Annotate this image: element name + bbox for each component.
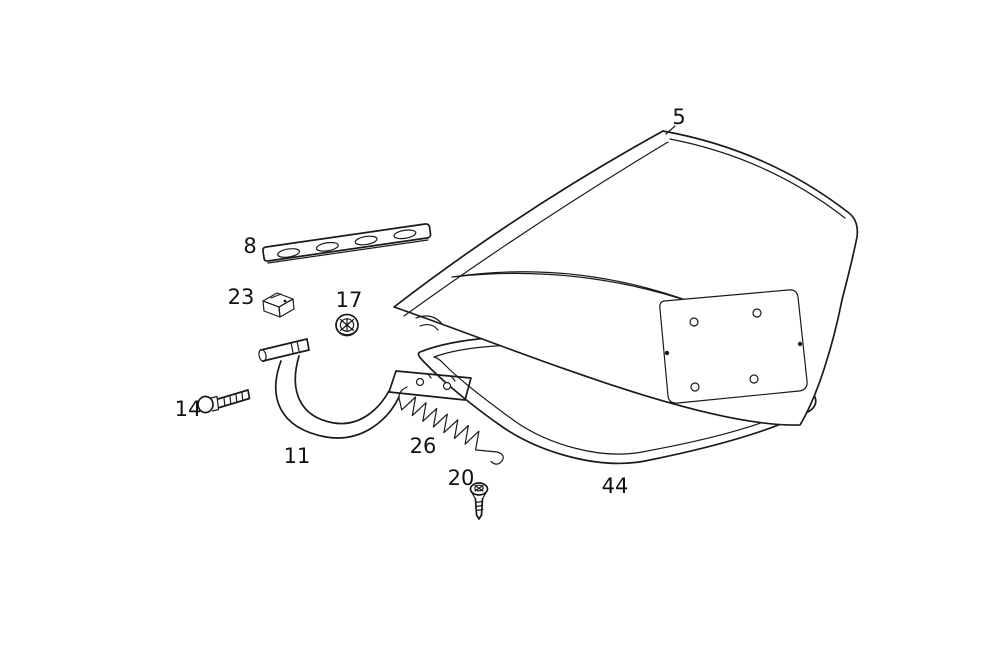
- part-number-26: 26: [410, 434, 437, 458]
- screw-shape: [469, 482, 489, 520]
- part-number-17: 17: [336, 288, 363, 312]
- license-plate-recess: [659, 289, 808, 404]
- tension-spring-shape: [398, 386, 504, 465]
- part-number-8: 8: [243, 234, 256, 258]
- part-number-20: 20: [448, 466, 475, 490]
- part-number-44: 44: [602, 474, 629, 498]
- hinge-arm-shape: [258, 338, 472, 439]
- bolt-shape: [197, 389, 251, 414]
- leader-line-5: [665, 125, 676, 135]
- part-number-23: 23: [228, 285, 255, 309]
- grommet-nut-shape: [335, 313, 359, 337]
- clip-shape: [262, 292, 295, 318]
- part-number-14: 14: [175, 397, 202, 421]
- part-number-5: 5: [672, 105, 685, 129]
- part-labels: 5 8 23 17 14 11 26 20 44: [175, 105, 686, 498]
- trunk-lid-shape: [393, 130, 859, 426]
- part-number-11: 11: [284, 444, 311, 468]
- reinforcement-strip-shape: [262, 223, 432, 264]
